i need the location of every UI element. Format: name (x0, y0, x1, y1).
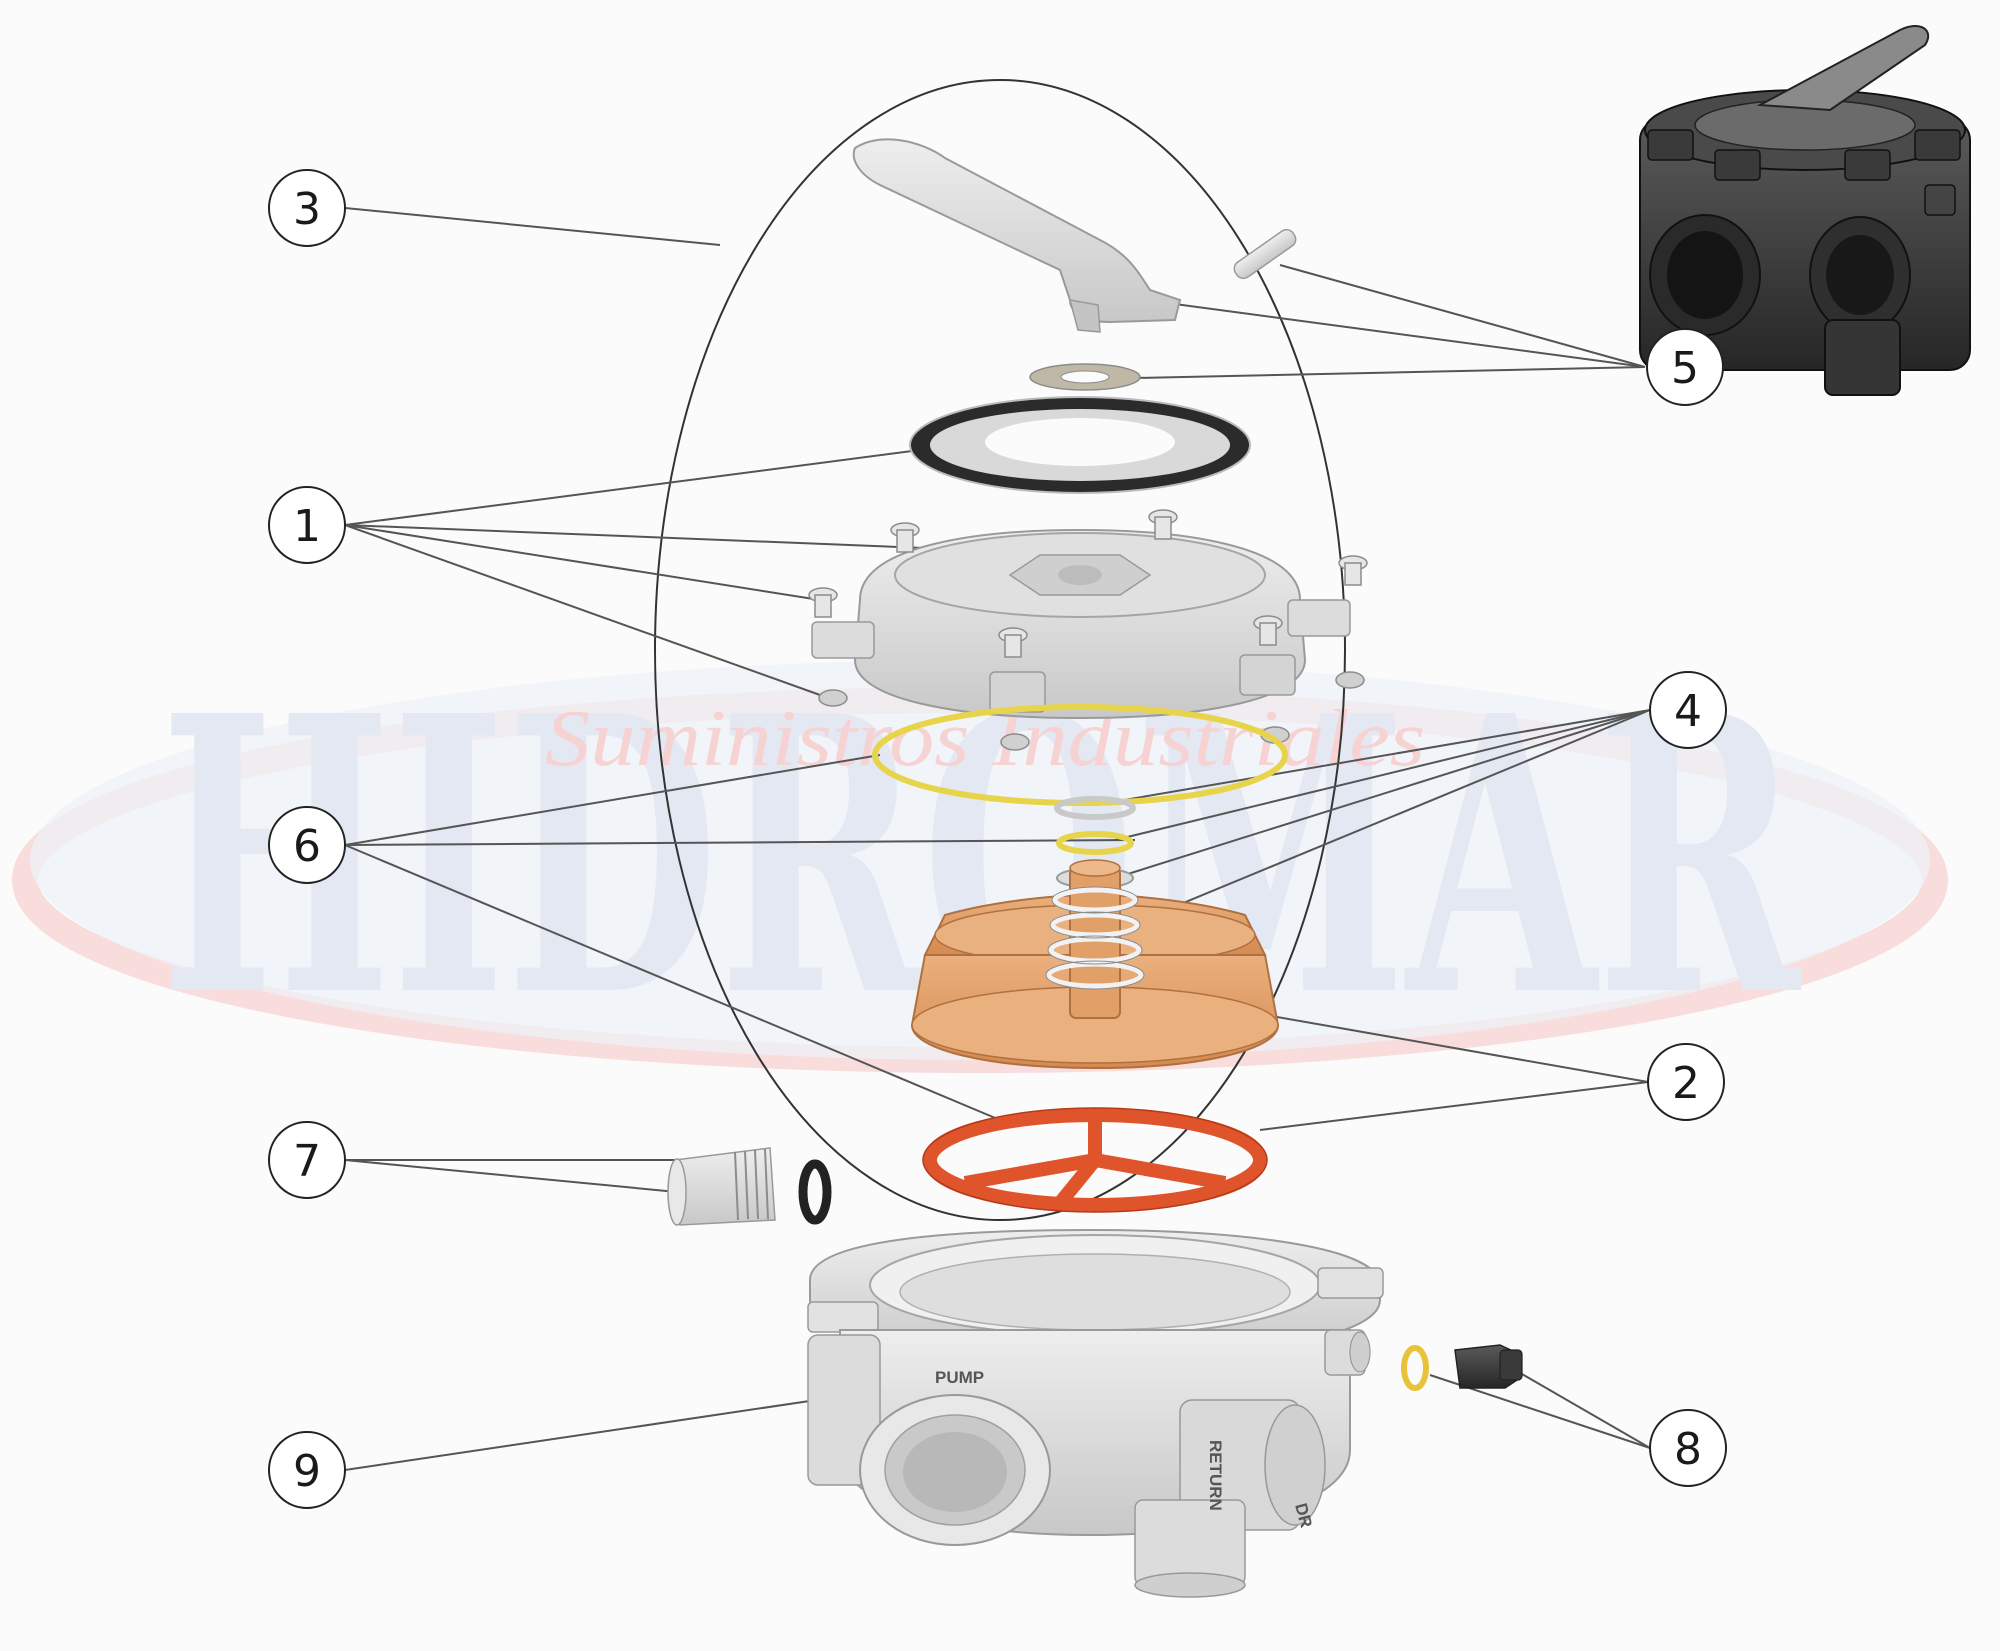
part-cover-gasket (909, 396, 1251, 494)
callout-4: 4 (1649, 671, 1727, 749)
watermark-ellipse (30, 660, 1930, 1060)
part-union-fitting (667, 1147, 832, 1226)
callout-1-label: 1 (293, 501, 321, 552)
leader-line-2b (1259, 1081, 1649, 1131)
part-cover (808, 509, 1368, 751)
callout-4-label: 4 (1674, 686, 1702, 737)
return-port-label: RETURN (1206, 1440, 1225, 1511)
part-pressure-plug (1401, 1344, 1523, 1391)
leader-lines (344, 207, 1651, 1471)
leader-line-5c (1134, 366, 1646, 379)
part-large-oring (872, 704, 1288, 806)
callouts: 3 5 1 4 6 2 7 8 (268, 169, 1727, 1509)
leader-line-6c (344, 844, 1001, 1121)
assembly-group-outline (654, 79, 1346, 1221)
part-spider-gasket (923, 1108, 1267, 1212)
callout-5: 5 (1646, 328, 1724, 406)
leader-line-8b (1514, 1369, 1651, 1449)
leader-line-4c (1114, 709, 1651, 879)
callout-7: 7 (268, 1121, 346, 1199)
leader-line-6a (344, 754, 881, 846)
pump-port-label: PUMP (935, 1368, 984, 1387)
callout-6-label: 6 (293, 821, 321, 872)
part-valve-body: PUMP RETURN DR (807, 1228, 1384, 1598)
part-pin (1233, 228, 1297, 280)
callout-7-label: 7 (293, 1136, 321, 1187)
callout-2: 2 (1647, 1043, 1725, 1121)
inset-assembled-valve (1639, 25, 1971, 396)
callout-1: 1 (268, 486, 346, 564)
callout-8-label: 8 (1674, 1424, 1702, 1475)
leader-line-1d (344, 524, 821, 696)
leader-line-4d (1129, 709, 1651, 926)
callout-2-label: 2 (1672, 1058, 1700, 1109)
callout-3-label: 3 (293, 184, 321, 235)
leader-line-4a (1094, 709, 1651, 806)
part-spider-gasket-outline (922, 1107, 1268, 1213)
callout-9: 9 (268, 1431, 346, 1509)
callout-5-label: 5 (1671, 343, 1699, 394)
leader-line-5b (1144, 299, 1646, 368)
leader-line-9 (344, 1394, 851, 1471)
leader-line-4b (1114, 709, 1651, 841)
leader-line-6b (344, 839, 1136, 846)
callout-8: 8 (1649, 1409, 1727, 1487)
leader-line-1c (344, 524, 821, 601)
leader-line-1a (344, 449, 921, 526)
part-handle (852, 138, 1182, 333)
part-rotor (910, 859, 1280, 1070)
leader-line-5a (1279, 264, 1646, 368)
callout-6: 6 (268, 806, 346, 884)
leader-line-3 (344, 207, 721, 246)
callout-3: 3 (268, 169, 346, 247)
leader-line-1b (344, 524, 976, 551)
callout-9-label: 9 (293, 1446, 321, 1497)
part-washer (1029, 363, 1141, 391)
